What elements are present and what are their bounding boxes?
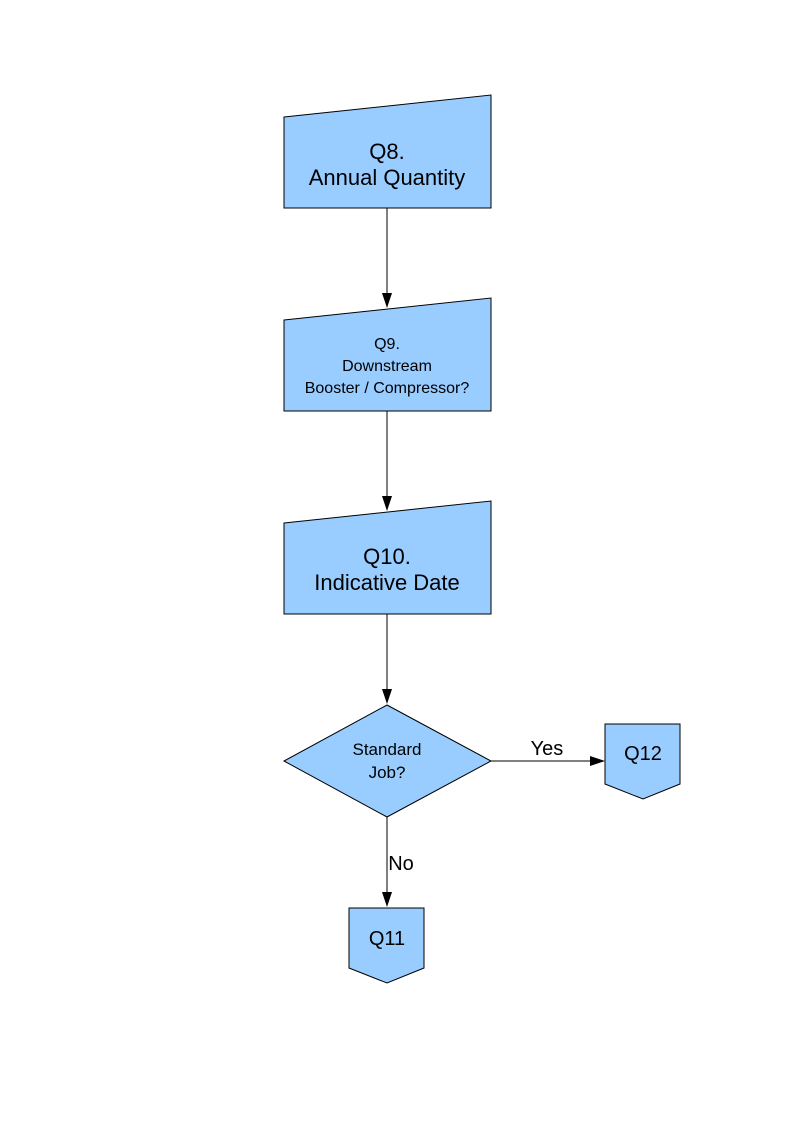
edge-q10-decision <box>382 614 392 704</box>
node-q9-number: Q9. <box>374 336 400 353</box>
manual-input-shape <box>283 500 492 615</box>
off-page-connector <box>348 907 425 984</box>
node-q8: Q8. Annual Quantity <box>283 94 492 209</box>
node-q12: Q12 <box>604 723 681 800</box>
node-q9: Q9. Downstream Booster / Compressor? <box>283 297 492 412</box>
node-q11-label: Q11 <box>369 928 405 950</box>
node-q10: Q10. Indicative Date <box>283 500 492 615</box>
arrow-head <box>382 892 392 907</box>
node-q10-title: Indicative Date <box>314 570 460 595</box>
node-q10-number: Q10. <box>363 544 411 569</box>
node-q9-line2: Downstream <box>342 358 432 375</box>
no-label: No <box>388 853 414 875</box>
node-q8-number: Q8. <box>369 139 404 164</box>
yes-label: Yes <box>531 738 564 760</box>
decision-line2: Job? <box>369 763 406 782</box>
arrow-head <box>382 689 392 704</box>
manual-input-shape <box>283 94 492 209</box>
edge-decision-q12: Yes <box>491 738 605 766</box>
decision-diamond <box>282 704 493 818</box>
off-page-connector <box>604 723 681 800</box>
edge-q9-q10 <box>382 411 392 511</box>
arrow-head <box>382 496 392 511</box>
edge-q8-q9 <box>382 208 392 308</box>
node-q12-label: Q12 <box>624 743 662 765</box>
node-decision: Standard Job? <box>282 704 493 818</box>
decision-line1: Standard <box>353 740 422 759</box>
node-q11: Q11 <box>348 907 425 984</box>
node-q9-line3: Booster / Compressor? <box>305 380 470 397</box>
edge-decision-q11: No <box>382 817 414 907</box>
arrow-head <box>590 756 605 766</box>
node-q8-title: Annual Quantity <box>309 165 466 190</box>
manual-input-shape <box>283 297 492 412</box>
arrow-head <box>382 293 392 308</box>
